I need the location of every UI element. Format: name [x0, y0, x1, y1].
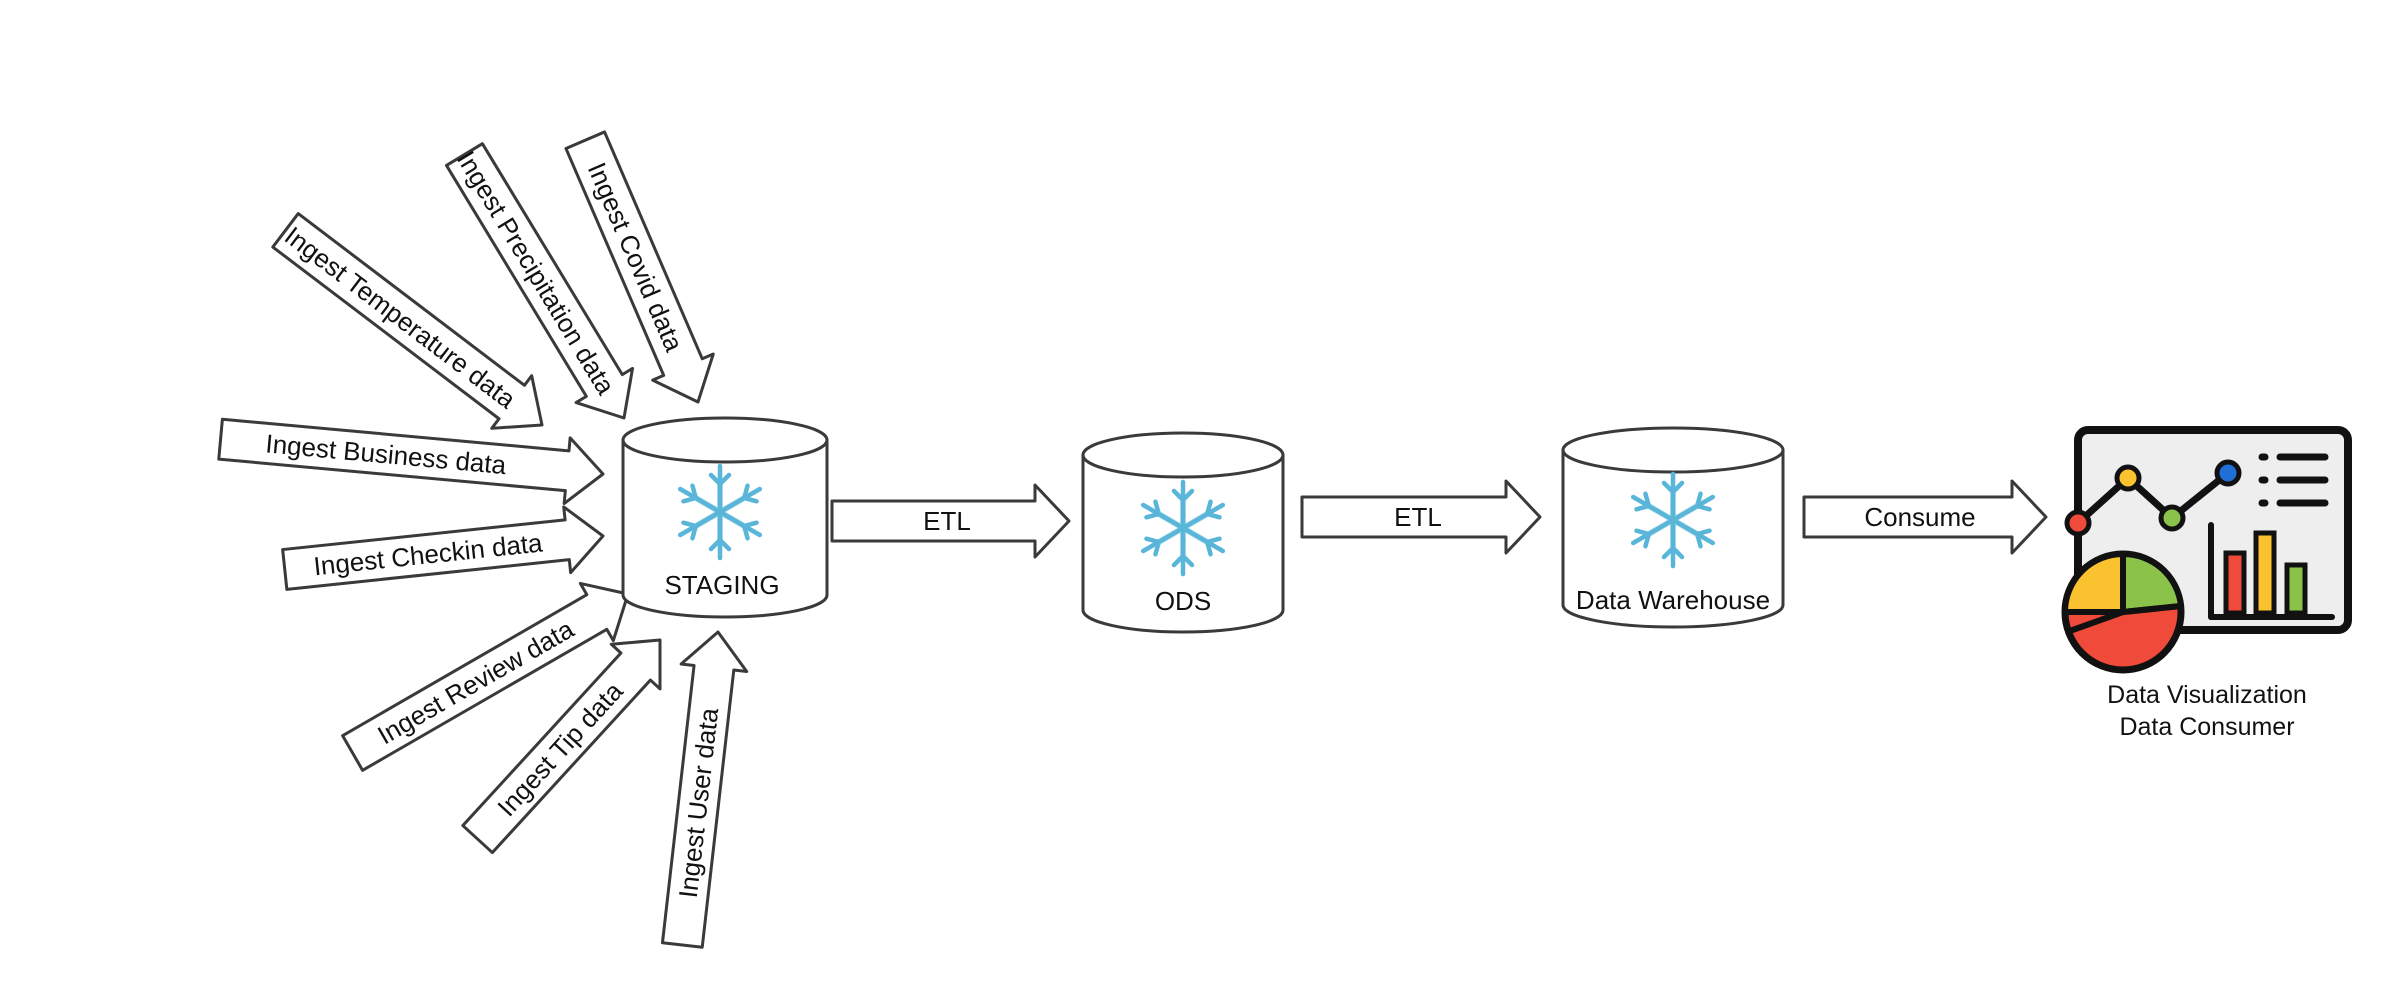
ods-cylinder: ODS: [1081, 431, 1285, 634]
stage-label-warehouse: Data Warehouse: [1576, 585, 1770, 615]
data-warehouse-cylinder: Data Warehouse: [1561, 426, 1785, 629]
flow-label-consume: Consume: [1864, 502, 1975, 532]
ingest-arrow-user: Ingest User data: [660, 630, 749, 949]
flow-label-etl-2: ETL: [1394, 502, 1442, 532]
consumer-caption-line1: Data Visualization: [2107, 681, 2307, 709]
ingest-arrow-checkin: Ingest Checkin data: [281, 505, 605, 591]
ingest-arrow-business: Ingest Business data: [217, 417, 605, 506]
ingest-label-covid: Ingest Covid data: [582, 158, 690, 356]
consumer-caption-line2: Data Consumer: [2119, 713, 2294, 741]
dashboard-icon: [2061, 426, 2352, 674]
flow-label-etl-1: ETL: [923, 506, 971, 536]
ingest-label-tip: Ingest Tip data: [491, 676, 629, 822]
stage-label-ods: ODS: [1155, 586, 1211, 616]
ingest-label-temperature: Ingest Temperature data: [279, 220, 522, 414]
ingest-label-review: Ingest Review data: [372, 613, 579, 750]
flow-arrow-etl-2: ETL: [1300, 479, 1542, 555]
stage-label-staging: STAGING: [664, 570, 779, 600]
flow-arrow-consume: Consume: [1802, 479, 2048, 555]
ingest-arrow-review: Ingest Review data: [341, 581, 630, 772]
flow-arrow-etl-1: ETL: [830, 483, 1071, 559]
staging-cylinder: STAGING: [621, 416, 829, 619]
